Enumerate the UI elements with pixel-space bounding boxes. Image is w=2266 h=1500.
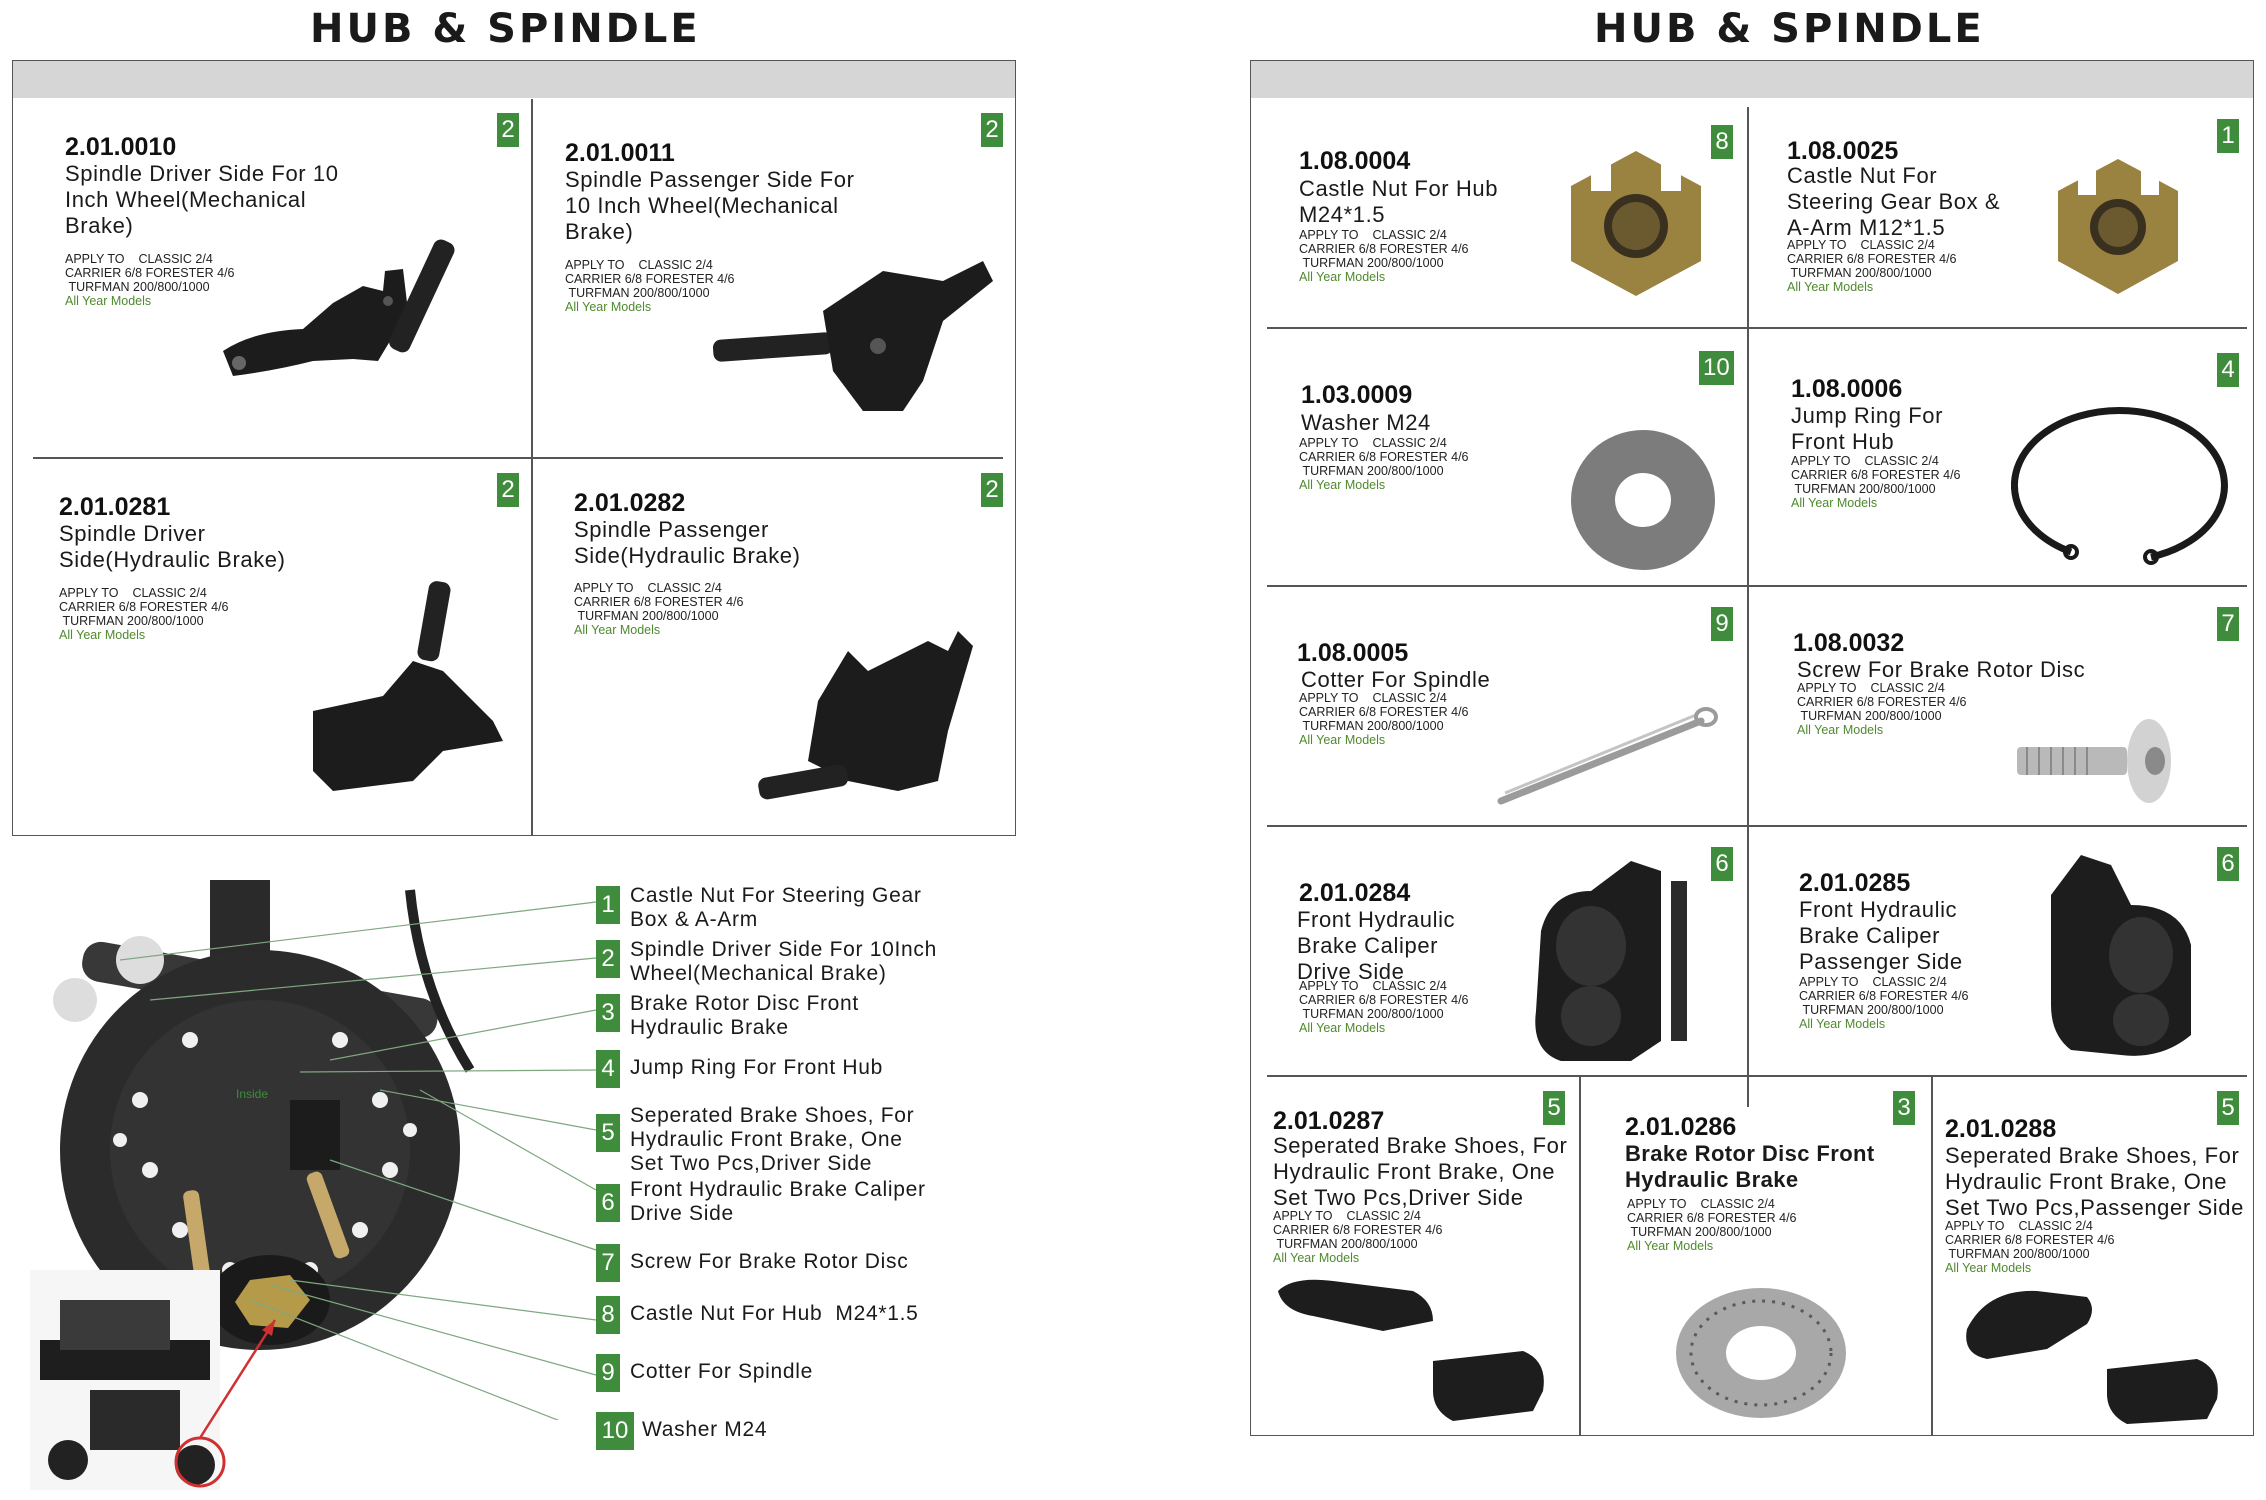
part-name: Castle Nut For Hub M24*1.5 [1299, 176, 1499, 227]
quantity-badge: 2 [497, 113, 519, 147]
part-name: Jump Ring For Front Hub [1791, 403, 1944, 454]
apply-to-block: APPLY TO CLASSIC 2/4 CARRIER 6/8 FORESTE… [1273, 1209, 1443, 1265]
page-title-right: HUB & SPINDLE [1594, 6, 1985, 52]
screw-image [2017, 719, 2171, 803]
apply-to-block: APPLY TO CLASSIC 2/4 CARRIER 6/8 FORESTE… [65, 252, 235, 308]
part-name: Front Hydraulic Brake Caliper Passenger … [1799, 897, 1963, 974]
castle-nut-image [1571, 151, 1701, 296]
spindle-image [223, 239, 455, 376]
part-name: Washer M24 [1301, 410, 1431, 435]
apply-to-block: APPLY TO CLASSIC 2/4 CARRIER 6/8 FORESTE… [1299, 436, 1469, 492]
quantity-badge: 7 [2217, 607, 2239, 641]
apply-to-block: APPLY TO CLASSIC 2/4 CARRIER 6/8 FORESTE… [1797, 681, 1967, 737]
spindle-panel: 2.01.0010 Spindle Driver Side For 10 Inc… [12, 60, 1016, 836]
quantity-badge: 5 [1543, 1091, 1565, 1125]
part-code: 2.01.0284 [1299, 879, 1411, 907]
parts-panel: 1.08.0004 Castle Nut For Hub M24*1.5 APP… [1250, 60, 2254, 1436]
quantity-badge: 5 [2217, 1091, 2239, 1125]
part-name: Spindle Passenger Side(Hydraulic Brake) [574, 517, 801, 568]
part-code: 2.01.0010 [65, 133, 177, 161]
part-name: Castle Nut For Steering Gear Box & A-Arm… [1787, 163, 2001, 240]
quantity-badge: 2 [981, 113, 1003, 147]
apply-to-block: APPLY TO CLASSIC 2/4 CARRIER 6/8 FORESTE… [59, 586, 229, 642]
quantity-badge: 1 [2217, 119, 2239, 153]
quantity-badge: 4 [2217, 353, 2239, 387]
quantity-badge: 6 [1711, 847, 1733, 881]
panel-header-bar [13, 61, 1015, 98]
brake-shoes-image [1966, 1290, 2218, 1424]
part-code: 1.08.0004 [1299, 147, 1411, 175]
part-code: 2.01.0285 [1799, 869, 1911, 897]
part-code: 2.01.0287 [1273, 1107, 1385, 1135]
part-name: Spindle Driver Side For 10 Inch Wheel(Me… [65, 161, 339, 238]
brake-shoes-image [1278, 1279, 1544, 1421]
assembly-photo: Inside [30, 880, 475, 1490]
apply-to-block: APPLY TO CLASSIC 2/4 CARRIER 6/8 FORESTE… [1945, 1219, 2115, 1275]
apply-to-block: APPLY TO CLASSIC 2/4 CARRIER 6/8 FORESTE… [1299, 979, 1469, 1035]
part-code: 1.08.0005 [1297, 639, 1409, 667]
apply-to-block: APPLY TO CLASSIC 2/4 CARRIER 6/8 FORESTE… [1299, 228, 1469, 284]
part-code: 1.08.0006 [1791, 375, 1903, 403]
part-code: 2.01.0282 [574, 489, 686, 517]
quantity-badge: 9 [1711, 607, 1733, 641]
brake-rotor-image [1676, 1288, 1846, 1418]
part-name: Brake Rotor Disc Front Hydraulic Brake [1625, 1141, 1875, 1192]
part-code: 2.01.0011 [565, 139, 675, 167]
quantity-badge: 2 [497, 473, 519, 507]
spindle-image [758, 631, 973, 800]
inside-label: Inside [236, 1087, 268, 1101]
part-name: Seperated Brake Shoes, For Hydraulic Fro… [1273, 1133, 1568, 1210]
brake-caliper-image [1535, 861, 1687, 1061]
brake-caliper-image [2051, 855, 2191, 1056]
part-code: 2.01.0286 [1625, 1113, 1737, 1141]
washer-image [1571, 430, 1715, 570]
part-name: Spindle Driver Side(Hydraulic Brake) [59, 521, 286, 572]
part-name: Cotter For Spindle [1301, 667, 1491, 692]
apply-to-block: APPLY TO CLASSIC 2/4 CARRIER 6/8 FORESTE… [1799, 975, 1969, 1031]
apply-to-block: APPLY TO CLASSIC 2/4 CARRIER 6/8 FORESTE… [1791, 454, 1961, 510]
part-name: Seperated Brake Shoes, For Hydraulic Fro… [1945, 1143, 2244, 1220]
jump-ring-image [2011, 406, 2228, 565]
apply-to-block: APPLY TO CLASSIC 2/4 CARRIER 6/8 FORESTE… [1299, 691, 1469, 747]
part-code: 2.01.0288 [1945, 1115, 2057, 1143]
quantity-badge: 10 [1699, 351, 1734, 385]
part-name: Spindle Passenger Side For 10 Inch Wheel… [565, 167, 855, 244]
apply-to-block: APPLY TO CLASSIC 2/4 CARRIER 6/8 FORESTE… [1787, 238, 1957, 294]
panel-header-bar [1251, 61, 2253, 98]
part-name: Front Hydraulic Brake Caliper Drive Side [1297, 907, 1456, 984]
spindle-image [313, 581, 503, 791]
quantity-badge: 6 [2217, 847, 2239, 881]
part-name: Screw For Brake Rotor Disc [1797, 657, 2086, 682]
castle-nut-image [2058, 159, 2178, 294]
apply-to-block: APPLY TO CLASSIC 2/4 CARRIER 6/8 FORESTE… [565, 258, 735, 314]
leader-lines [119, 901, 597, 1420]
part-code: 2.01.0281 [59, 493, 171, 521]
page-title-left: HUB & SPINDLE [310, 6, 701, 52]
part-code: 1.08.0025 [1787, 137, 1899, 165]
quantity-badge: 3 [1893, 1091, 1915, 1125]
cotter-pin-image [1497, 707, 1718, 805]
apply-to-block: APPLY TO CLASSIC 2/4 CARRIER 6/8 FORESTE… [574, 581, 744, 637]
apply-to-block: APPLY TO CLASSIC 2/4 CARRIER 6/8 FORESTE… [1627, 1197, 1797, 1253]
part-code: 1.03.0009 [1301, 381, 1413, 409]
quantity-badge: 2 [981, 473, 1003, 507]
part-code: 1.08.0032 [1793, 629, 1905, 657]
spindle-image [713, 261, 993, 411]
quantity-badge: 8 [1711, 125, 1733, 159]
